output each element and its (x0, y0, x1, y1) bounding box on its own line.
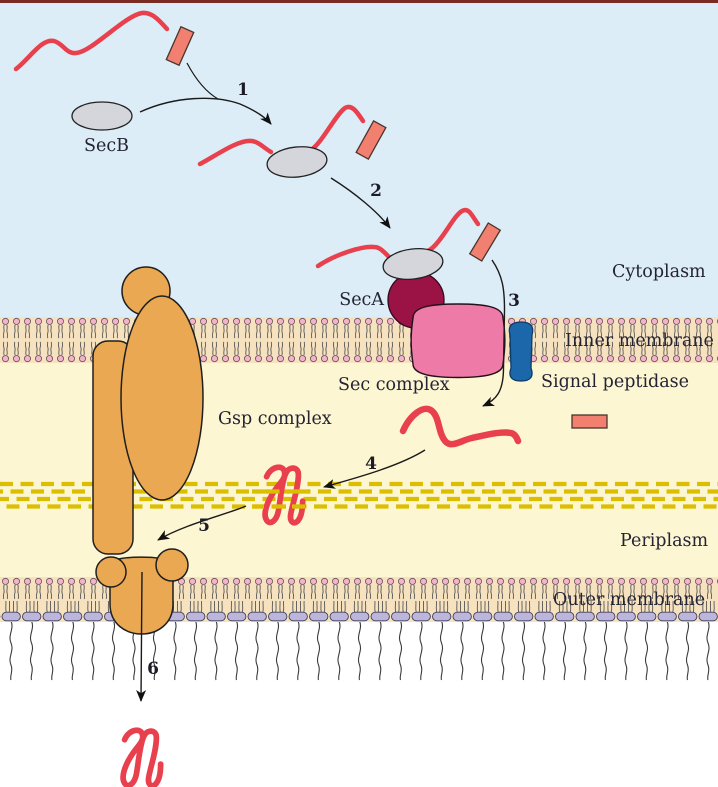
signal-sequence-3 (468, 222, 502, 262)
signal-sequence-2 (355, 119, 387, 161)
arrow-step1 (139, 97, 272, 125)
label-inner-membrane: Inner membrane (565, 331, 714, 351)
sec-complex-translocon (410, 303, 506, 379)
secb-bound-stage3 (382, 248, 444, 280)
outer-membrane-phospholipids (0, 577, 718, 600)
arrow-step6 (136, 571, 147, 702)
secb-chaperone (71, 101, 133, 131)
arrow-step4 (323, 449, 426, 489)
label-cytoplasm: Cytoplasm (612, 262, 706, 282)
arrow-step3 (482, 259, 506, 407)
cytoplasm-region (0, 3, 718, 317)
polypeptide-stage2 (197, 104, 387, 178)
step-number-6: 6 (147, 659, 159, 679)
step-number-1: 1 (237, 80, 249, 100)
step-number-2: 2 (370, 181, 382, 201)
polypeptide-stage1 (13, 10, 219, 100)
gsp-channel-lobe-left (95, 556, 127, 588)
label-secb: SecB (84, 136, 129, 156)
arrow-step2 (330, 177, 391, 229)
label-gsp-complex: Gsp complex (218, 409, 332, 429)
arrow-step5 (157, 505, 247, 541)
folded-protein-peptidoglycan (252, 467, 310, 522)
label-periplasm: Periplasm (620, 531, 709, 551)
label-outer-membrane: Outer membrane (553, 590, 705, 610)
signal-sequence-1 (165, 25, 195, 67)
top-border (0, 0, 718, 3)
cleaved-signal-peptide (571, 414, 608, 429)
gsp-channel-lobe-right (155, 548, 189, 582)
label-seca: SecA (339, 290, 384, 310)
unfolded-protein-periplasm (399, 405, 522, 448)
label-signal-peptidase: Signal peptidase (541, 372, 689, 392)
signal-peptidase-enzyme (508, 321, 534, 382)
gsp-body-domain (120, 295, 204, 501)
outer-membrane-lps-blobs (0, 600, 718, 622)
secreted-protein (123, 730, 161, 785)
secb-bound-stage2 (266, 146, 328, 178)
lps-tails (0, 622, 718, 682)
step-number-4: 4 (365, 454, 377, 474)
label-sec-complex: Sec complex (338, 375, 450, 395)
step-number-3: 3 (508, 291, 520, 311)
gsp-complex (92, 266, 204, 635)
polypeptide-stage3 (315, 207, 502, 329)
step-number-5: 5 (198, 516, 210, 536)
